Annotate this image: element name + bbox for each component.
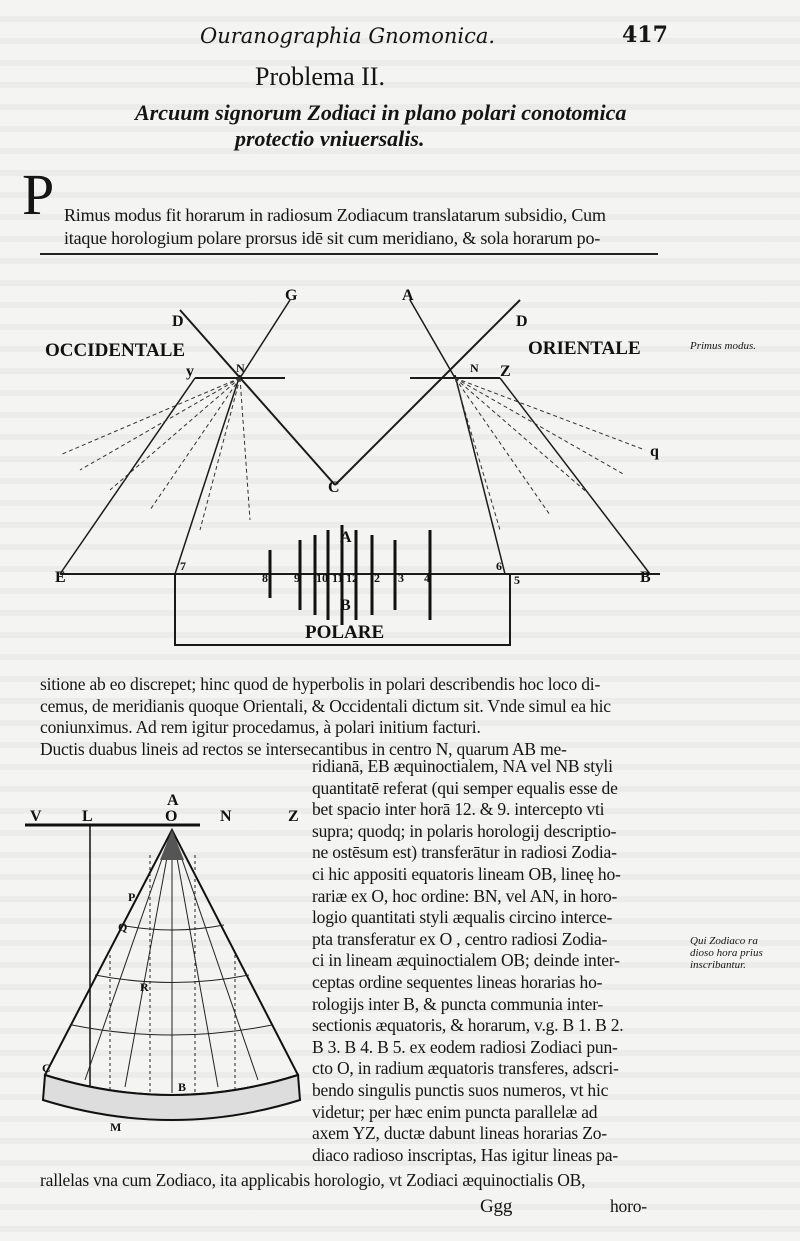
- catchword: horo-: [610, 1196, 647, 1216]
- intro-line: itaque horologium polare prorsus idē sit…: [64, 228, 601, 248]
- label-n: N: [236, 361, 245, 375]
- margin-note: Primus modus.: [690, 340, 757, 352]
- text-line: supra; quodq; in polaris horologij descr…: [312, 820, 617, 841]
- label-p: P: [128, 890, 135, 904]
- text-line: quantitatē referat (qui semper equalis e…: [312, 777, 618, 798]
- text-line: cemus, de meridianis quoque Orientali, &…: [40, 695, 611, 716]
- label-d: D: [516, 313, 528, 330]
- text-line: rariæ ex O, hoc ordine: BN, vel AN, in h…: [312, 885, 618, 906]
- label-b: B: [178, 1080, 186, 1094]
- label-c: C: [42, 1061, 51, 1075]
- label-z: Z: [500, 363, 511, 380]
- subtitle-line: protectio vniuersalis.: [235, 126, 425, 151]
- label-a: A: [340, 529, 352, 546]
- subtitle-line: Arcuum signorum Zodiaci in plano polari …: [135, 100, 627, 125]
- hour-label: 3: [398, 571, 404, 585]
- label-z: Z: [288, 808, 299, 825]
- figure-radiant-zodiac: A V L O N Z P Q R B M C: [25, 792, 302, 1134]
- text-line: ridianā, EB æquinoctialem, NA vel NB sty…: [312, 756, 613, 776]
- text-line: ci hic appositi equatoris lineam OB, lin…: [312, 864, 621, 884]
- text-line: B 3. B 4. B 5. ex eodem radiosi Zodiaci …: [312, 1036, 618, 1057]
- text-line: ci in lineam æquinoctialem OB; deinde in…: [312, 950, 620, 971]
- last-line: rallelas vna cum Zodiaco, ita applicabis…: [40, 1170, 586, 1190]
- label-occidentale: OCCIDENTALE: [45, 340, 185, 361]
- text-line: sitione ab eo discrepet; hinc quod de hy…: [40, 674, 601, 694]
- text-line: pta transferatur ex O , centro radiosi Z…: [312, 928, 608, 949]
- text-line: rologijs inter B, & puncta communia inte…: [312, 993, 604, 1014]
- margin-note-line: inscribantur.: [690, 959, 746, 971]
- text-line: ne ostēsum est) transferātur in radiosi …: [312, 842, 617, 863]
- drop-cap: P: [22, 162, 55, 227]
- text-line: Ductis duabus lineis ad rectos se inters…: [40, 738, 567, 759]
- label-orientale: ORIENTALE: [528, 338, 641, 359]
- label-r: R: [140, 980, 149, 994]
- label-n: N: [470, 361, 479, 375]
- text-line: diaco radioso inscriptas, Has igitur lin…: [312, 1144, 619, 1165]
- intro-line: Rimus modus fit horarum in radiosum Zodi…: [64, 205, 606, 225]
- hour-label: 12: [346, 571, 358, 585]
- text-line: bet spacio inter horā 12. & 9. intercept…: [312, 799, 605, 820]
- hour-label: 4: [424, 571, 430, 585]
- text-line: logio quantitati styli æqualis circino i…: [312, 907, 613, 928]
- label-q: q: [650, 443, 659, 460]
- hour-label: 5: [514, 573, 520, 587]
- label-l: L: [82, 808, 93, 825]
- hour-label: 6: [496, 559, 502, 573]
- text-line: cto O, in radium æquatoris transferes, a…: [312, 1058, 619, 1079]
- label-a: A: [167, 792, 179, 809]
- label-b: B: [340, 597, 351, 614]
- text-line: sectionis æquatoris, & horarum, v.g. B 1…: [312, 1015, 624, 1036]
- hour-label: 2: [374, 571, 380, 585]
- signature-mark: Ggg: [480, 1196, 513, 1217]
- label-b: B: [640, 569, 651, 586]
- page-number: 417: [622, 22, 668, 48]
- hour-label: 11: [332, 571, 343, 585]
- margin-note-line: dioso hora prius: [690, 947, 763, 959]
- margin-note: Qui Zodiaco ra dioso hora prius inscriba…: [690, 935, 763, 971]
- label-a: A: [402, 287, 414, 304]
- label-d: D: [172, 313, 184, 330]
- hour-label: 8: [262, 571, 268, 585]
- label-g: G: [285, 287, 298, 304]
- running-title: Ouranographia Gnomonica.: [200, 24, 496, 48]
- label-y: y: [186, 363, 194, 380]
- label-e: E: [55, 569, 66, 586]
- text-line: coniunximus. Ad rem igitur procedamus, à…: [40, 717, 481, 737]
- label-m: M: [110, 1120, 121, 1134]
- label-v: V: [30, 808, 42, 825]
- text-line: videtur; per hæc enim puncta parallelæ a…: [312, 1101, 598, 1122]
- margin-note-line: Qui Zodiaco ra: [690, 935, 758, 947]
- text-line: bendo singulis punctis suos numeros, vt …: [312, 1080, 609, 1100]
- label-c: C: [328, 479, 340, 496]
- label-o: O: [165, 808, 177, 825]
- hour-label: 9: [294, 571, 300, 585]
- text-line: ceptas ordine sequentes lineas horarias …: [312, 972, 603, 992]
- label-n: N: [220, 808, 232, 825]
- figure-polar-dial: OCCIDENTALE ORIENTALE POLARE D G A D y N…: [45, 287, 660, 646]
- hour-label: 7: [180, 559, 186, 573]
- section-rule: [40, 253, 658, 255]
- label-q: Q: [118, 920, 127, 934]
- label-polare: POLARE: [305, 622, 384, 643]
- problem-title: Problema II.: [255, 62, 385, 91]
- text-line: axem YZ, ductæ dabunt lineas horarias Zo…: [312, 1123, 607, 1144]
- hour-label: 10: [316, 571, 328, 585]
